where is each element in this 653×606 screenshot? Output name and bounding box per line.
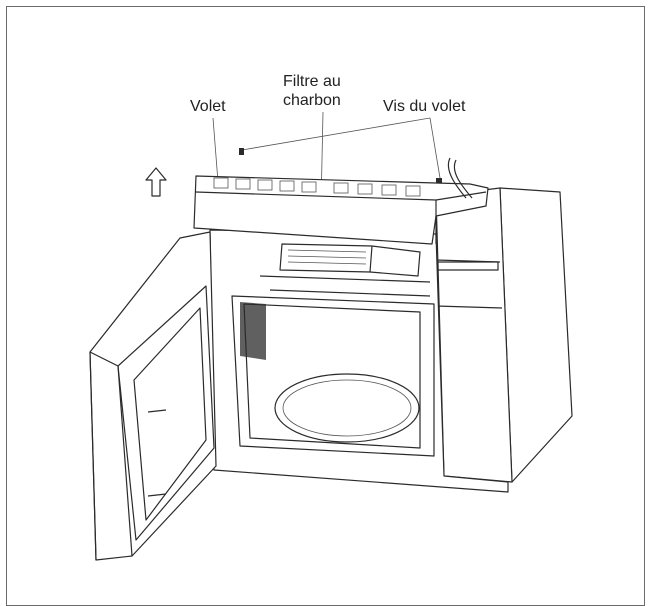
microwave-illustration bbox=[89, 111, 573, 561]
label-volet: Volet bbox=[190, 98, 226, 115]
open-door bbox=[89, 231, 217, 561]
vent-shutter bbox=[193, 157, 489, 245]
label-vis-du-volet: Vis du volet bbox=[383, 98, 466, 115]
charcoal-filter bbox=[279, 243, 421, 277]
label-filtre-au-charbon: Filtre au charbon bbox=[283, 73, 341, 109]
cabinet-front bbox=[209, 229, 509, 493]
arrow-up-icon bbox=[145, 167, 167, 197]
cabinet-body bbox=[435, 187, 573, 483]
